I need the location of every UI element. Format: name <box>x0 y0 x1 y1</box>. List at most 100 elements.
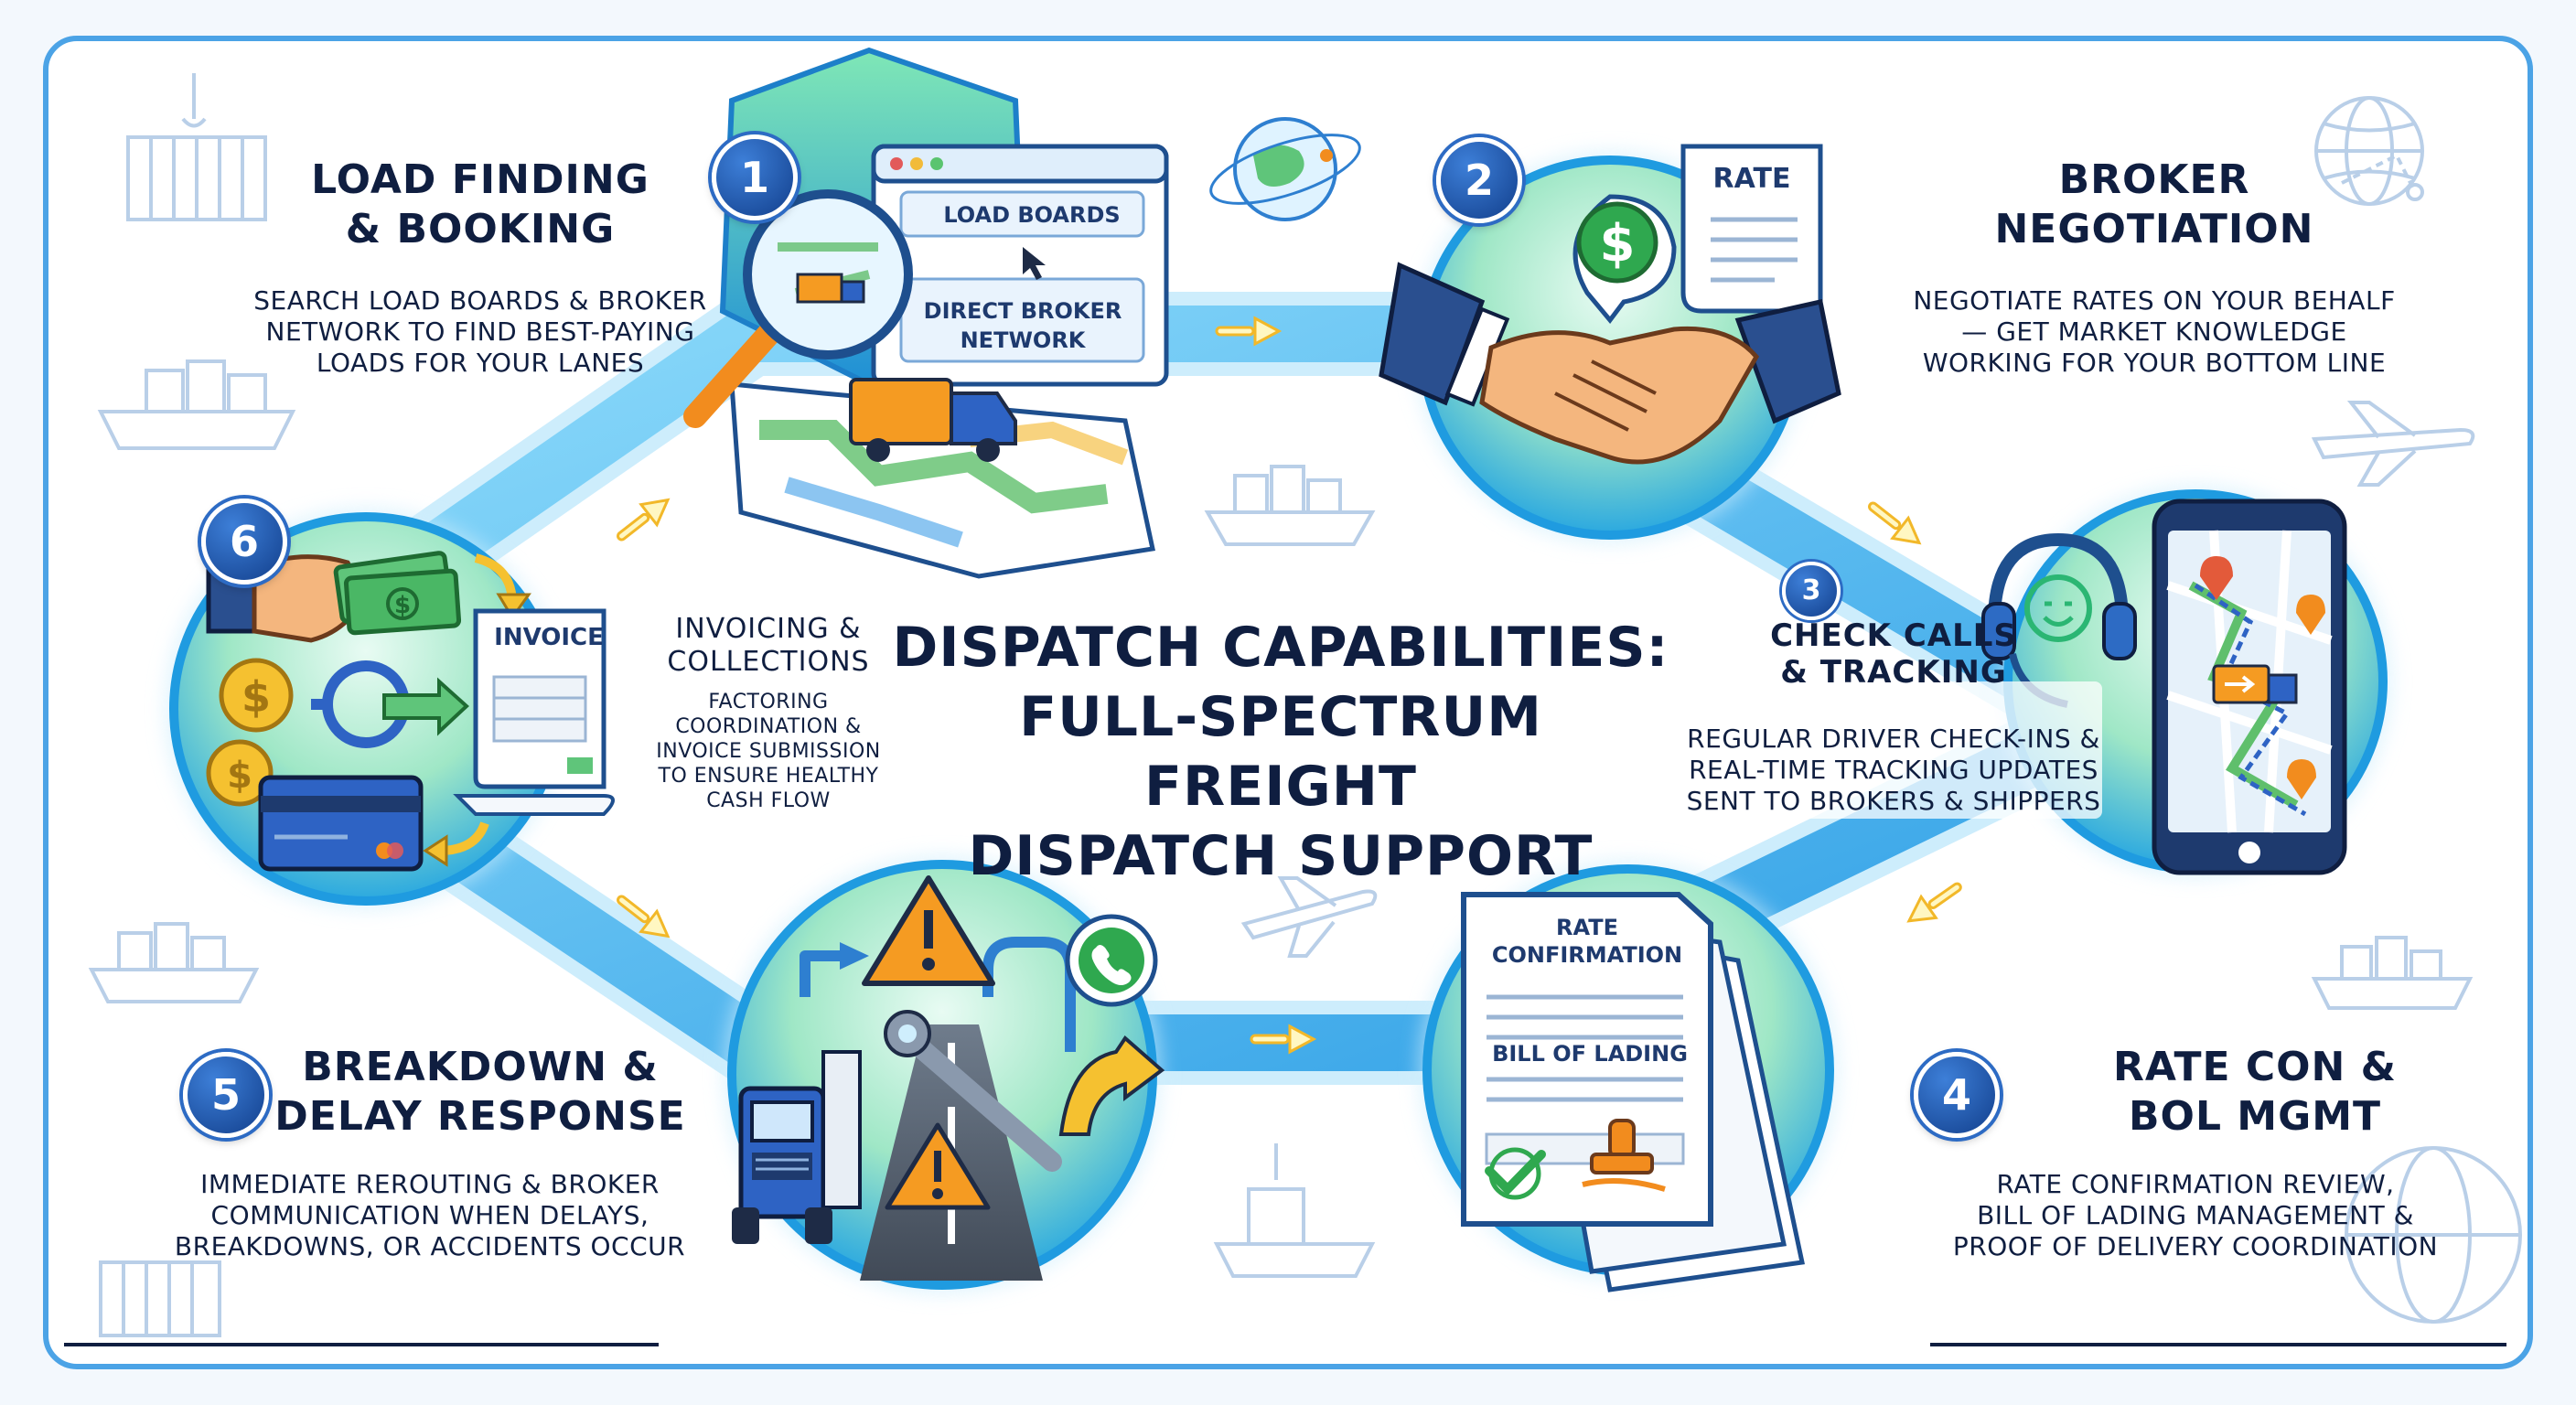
title-line-1: DISPATCH CAPABILITIES: <box>892 616 1669 680</box>
svg-text:$: $ <box>394 592 411 619</box>
title-line-3: DISPATCH SUPPORT <box>968 824 1594 888</box>
smartphone-icon <box>2152 499 2347 875</box>
step2-illustration: $ <box>1379 144 1841 544</box>
invoice-label: INVOICE <box>494 624 604 651</box>
wrench-icon <box>884 1010 1062 1172</box>
flow-arrow-icon <box>496 593 531 620</box>
crane-ship-icon <box>1213 1143 1376 1278</box>
documents-stack-icon <box>1461 892 1806 1292</box>
globe-icon <box>2345 1146 2522 1324</box>
step4-heading-1: RATE CON & <box>2112 1044 2398 1090</box>
step6-desc-3: INVOICE SUBMISSION <box>656 740 881 763</box>
step4-desc-1: RATE CONFIRMATION REVIEW, <box>1996 1169 2395 1199</box>
step4-heading-2: BOL MGMT <box>2129 1093 2381 1140</box>
step6-heading-2: COLLECTIONS <box>667 646 870 678</box>
step1-illustration <box>683 47 1169 579</box>
step5-heading-1: BREAKDOWN & <box>302 1044 659 1090</box>
step4-desc-3: PROOF OF DELIVERY COORDINATION <box>1952 1231 2439 1261</box>
svg-text:$: $ <box>227 755 252 797</box>
step1-number-badge: 1 <box>712 134 798 220</box>
invoice-document-icon <box>453 608 615 816</box>
step1-desc-2: NETWORK TO FIND BEST-PAYING <box>265 316 695 347</box>
arrow-right-top <box>1215 316 1283 347</box>
step6-desc-5: CASH FLOW <box>706 789 831 812</box>
step5-desc-3: BREAKDOWNS, OR ACCIDENTS OCCUR <box>174 1231 686 1261</box>
cycle-arrows-icon <box>311 660 469 748</box>
phone-bubble-icon <box>1065 914 1158 1007</box>
cargo-ship-icon <box>88 922 260 1003</box>
background-decor <box>88 73 2522 1337</box>
main-title: DISPATCH CAPABILITIES: FULL-SPECTRUM FRE… <box>878 613 1683 891</box>
step5-illustration <box>723 855 1165 1294</box>
warning-sign-small-icon <box>885 1122 991 1210</box>
detour-arrow-icon <box>1058 1035 1165 1136</box>
arrow-up-right <box>617 498 671 542</box>
step1-desc-1: SEARCH LOAD BOARDS & BROKER <box>253 285 707 316</box>
step2-number-badge: 2 <box>1436 137 1522 223</box>
cursor-icon <box>1023 247 1046 280</box>
cargo-ship-icon <box>97 359 296 450</box>
airplane-icon <box>2311 401 2475 487</box>
step5-desc-1: IMMEDIATE REROUTING & BROKER <box>200 1169 660 1199</box>
svg-text:$: $ <box>1600 214 1636 273</box>
arrow-down-right <box>1868 501 1922 545</box>
container-icon <box>99 1260 221 1337</box>
step6-number-badge: 6 <box>201 499 287 585</box>
warning-sign-icon <box>862 875 995 986</box>
step3-text-panel <box>1681 681 2102 819</box>
title-line-2: FULL-SPECTRUM FREIGHT <box>1019 685 1542 819</box>
step6-desc-2: COORDINATION & <box>675 715 862 738</box>
truck-icon <box>849 378 1017 462</box>
step5-heading-2: DELAY RESPONSE <box>274 1093 686 1140</box>
bill-of-lading-label: BILL OF LADING <box>1492 1041 1688 1067</box>
globe-decor-icon <box>1209 117 1361 221</box>
path-arrows <box>617 316 1962 1055</box>
step2-heading-2: NEGOTIATION <box>1994 206 2314 252</box>
direct-broker-label-2: NETWORK <box>961 327 1087 353</box>
step1-text: LOAD FINDING & BOOKING SEARCH LOAD BOARD… <box>247 156 714 379</box>
arrow-up-left <box>617 895 671 938</box>
step2-desc-2: — GET MARKET KNOWLEDGE <box>1961 316 2347 347</box>
arrow-left-bottom <box>1250 1024 1317 1055</box>
step3-desc-2: REAL-TIME TRACKING UPDATES <box>1689 755 2098 785</box>
credit-card-icon <box>258 775 424 872</box>
step3-heading-1: CHECK CALLS <box>1770 617 2017 654</box>
cargo-ship-icon <box>2311 936 2474 1010</box>
step3-heading-2: & TRACKING <box>1780 654 2007 691</box>
step2-desc-1: NEGOTIATE RATES ON YOUR BEHALF <box>1913 285 2396 316</box>
step3-desc-3: SENT TO BROKERS & SHIPPERS <box>1686 786 2101 816</box>
hand-cash-icon: $ <box>206 551 462 643</box>
handshake-icon <box>1379 262 1841 465</box>
step6-heading-1: INVOICING & <box>675 613 862 645</box>
rate-sheet-icon <box>1680 144 1823 314</box>
direct-broker-label: DIRECT BROKER <box>924 298 1122 324</box>
step4-illustration <box>1418 860 1839 1292</box>
step1-heading-1: LOAD FINDING <box>311 156 649 203</box>
step6-illustration: $ $ $ <box>165 508 615 910</box>
step1-desc-3: LOADS FOR YOUR LANES <box>316 348 645 378</box>
headset-icon <box>1981 532 2137 708</box>
magnifier-icon <box>683 189 913 428</box>
step6-desc-4: TO ENSURE HEALTHY <box>658 765 879 788</box>
step1-heading-2: & BOOKING <box>345 206 616 252</box>
coins-icon: $ $ <box>206 658 294 807</box>
step2-heading-1: BROKER <box>2058 156 2250 203</box>
step2-desc-3: WORKING FOR YOUR BOTTOM LINE <box>1922 348 2387 378</box>
svg-text:$: $ <box>242 672 271 722</box>
semi-truck-icon <box>732 1050 862 1244</box>
rate-confirmation-label-2: CONFIRMATION <box>1492 942 1682 968</box>
rate-sheet-label: RATE <box>1713 163 1791 195</box>
reroute-arrow-icon <box>800 950 842 997</box>
rate-confirmation-label-1: RATE <box>1556 915 1618 940</box>
crane-container-icon <box>126 73 267 221</box>
step3-desc-1: REGULAR DRIVER CHECK-INS & <box>1687 724 2100 754</box>
arrow-down-left <box>1906 882 1962 923</box>
step5-text: BREAKDOWN & DELAY RESPONSE IMMEDIATE RER… <box>165 1043 695 1262</box>
step3-number-badge: 3 <box>1782 562 1841 620</box>
stamp-icon <box>1582 1119 1666 1192</box>
load-boards-label: LOAD BOARDS <box>943 202 1120 228</box>
dollar-coin-icon: $ <box>1572 194 1677 325</box>
step5-desc-2: COMMUNICATION WHEN DELAYS, <box>210 1200 649 1230</box>
